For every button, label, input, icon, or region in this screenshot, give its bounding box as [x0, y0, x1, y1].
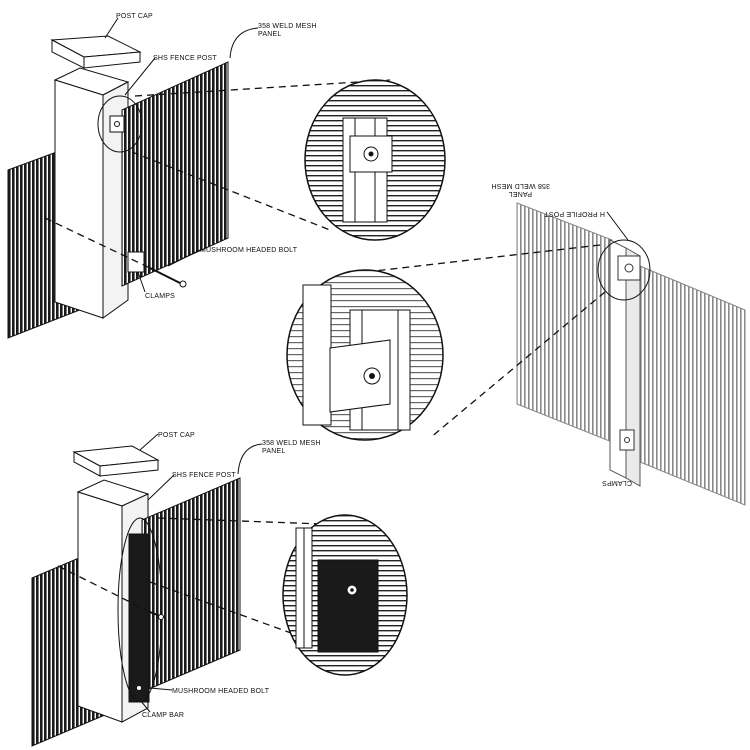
diagram-a-post-leader [124, 57, 156, 96]
diagram-a-panel-label-line2: PANEL [258, 31, 281, 38]
diagram-b-bottom-clamp-bolt [624, 437, 630, 443]
diagram-c-clamp-bar-assembly: POST CAP 358 WELD MESH PANEL SHS FENCE P… [31, 432, 408, 747]
diagram-c-right-mesh-panel [141, 477, 241, 693]
diagram-a-shs-post [53, 67, 130, 319]
diagram-b-post-leader [606, 211, 629, 241]
diagram-a-clamps-leader [137, 271, 146, 293]
diagram-a-detail-highlight [97, 95, 143, 153]
diagram-a-post-cap [50, 35, 142, 69]
diagram-c-panel-label-line2: PANEL [262, 448, 285, 455]
diagram-a-post-cap-label: POST CAP [116, 13, 153, 20]
diagram-b-h-profile-post-assembly: 358 WELD MESH PANEL H PROFILE POST CLAMP… [286, 182, 746, 506]
diagram-a-projection-line-top [134, 79, 391, 97]
diagram-c-bolt-label: MUSHROOM HEADED BOLT [172, 688, 270, 695]
diagram-c-post-label: SHS FENCE POST [172, 472, 236, 479]
diagram-b-projection-line-top [339, 244, 601, 276]
diagram-c-clamp-bar-leader [139, 699, 151, 713]
diagram-c-mushroom-bolt [149, 611, 164, 620]
diagram-b-h-profile-post [609, 239, 641, 487]
diagram-c-post-leader [147, 474, 175, 501]
diagram-a-clamps-label: CLAMPS [145, 293, 175, 300]
diagram-c-post-cap-leader [139, 433, 159, 451]
diagram-c-bolt-axis-line [57, 565, 151, 613]
diagram-c-panel-label-line1: 358 WELD MESH [262, 440, 321, 447]
diagram-b-top-clamp-bolt [624, 263, 634, 273]
diagram-b-left-mesh-panel [516, 202, 613, 443]
diagram-c-post-cap-label: POST CAP [158, 432, 195, 439]
diagram-b-post-label: H PROFILE POST [544, 210, 605, 217]
diagram-a-shs-post-assembly: POST CAP SHS FENCE POST 358 WELD MESH PA… [7, 13, 446, 339]
diagram-a-mushroom-bolt [149, 267, 187, 288]
diagram-a-bolt-label: MUSHROOM HEADED BOLT [200, 247, 298, 254]
diagram-a-bolt-axis-line [44, 217, 151, 269]
diagram-c-bolt-leader [149, 687, 173, 691]
diagram-a-bolt-leader [167, 249, 201, 267]
diagram-c-clamp-bar [128, 533, 150, 703]
diagram-c-zoom-detail [282, 514, 408, 676]
diagram-c-clamp-bar-label: CLAMP BAR [142, 712, 184, 719]
diagram-b-panel-label-line2: PANEL [509, 190, 532, 197]
diagram-b-zoom-detail [286, 269, 444, 441]
diagram-a-post-cap-leader [104, 17, 119, 39]
diagram-b-projection-line-bottom [429, 291, 606, 439]
diagram-c-post-cap [72, 445, 160, 477]
diagram-c-clamp-bar-bolt [137, 686, 141, 690]
diagram-a-panel-label-line1: 358 WELD MESH [258, 23, 317, 30]
diagram-a-panel-leader [229, 27, 259, 59]
diagram-a-right-mesh-panel [121, 61, 229, 287]
diagram-b-panel-label-line1: 358 WELD MESH [491, 182, 550, 189]
diagram-b-clamps-label: CLAMPS [602, 479, 632, 486]
diagram-c-detail-highlight [117, 517, 163, 703]
diagram-c-projection-line-bottom [149, 581, 339, 651]
diagram-a-top-clamp-bolt-hole [114, 121, 120, 127]
diagram-a-post-label: SHS FENCE POST [153, 55, 217, 62]
diagram-a-zoom-detail [304, 79, 446, 241]
diagram-c-panel-leader [237, 443, 263, 475]
diagram-b-detail-highlight [597, 239, 651, 301]
diagram-b-right-mesh-panel [639, 265, 746, 506]
